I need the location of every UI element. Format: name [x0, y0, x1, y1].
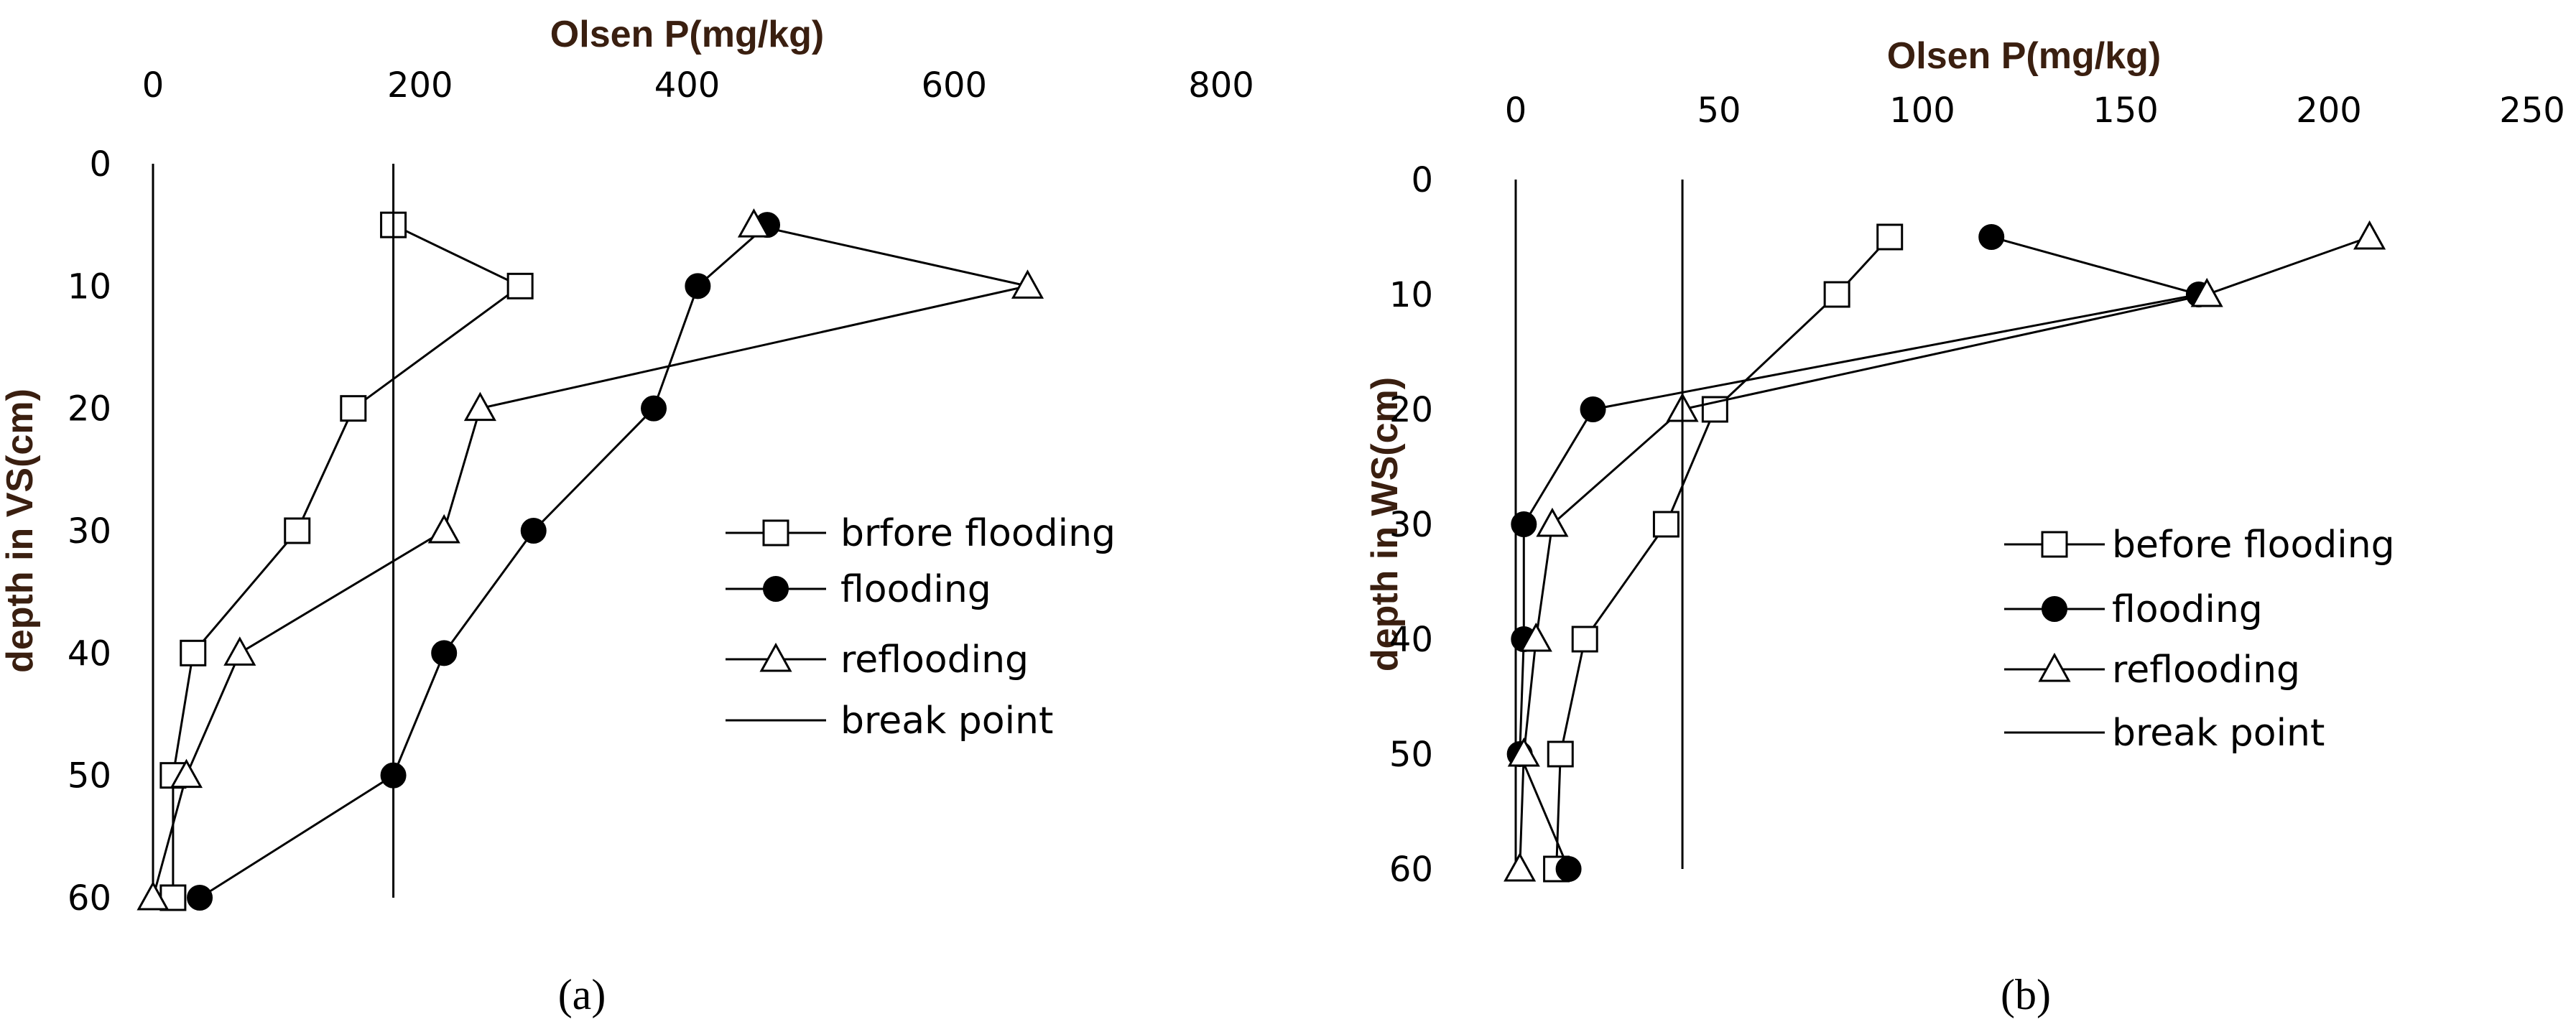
legend-label: before flooding — [2112, 524, 2395, 567]
x-axis-title: Olsen P(mg/kg) — [550, 14, 824, 55]
panel-label: (a) — [558, 971, 606, 1018]
y-tick-label: 30 — [68, 511, 111, 552]
data-point — [641, 395, 667, 422]
x-axis-title: Olsen P(mg/kg) — [1887, 35, 2161, 77]
y-tick-label: 10 — [1389, 275, 1433, 315]
x-tick-label: 0 — [142, 65, 165, 106]
legend-label: reflooding — [2112, 649, 2300, 692]
data-point — [187, 885, 213, 911]
series-line-triangle-open — [152, 223, 1028, 898]
y-tick-label: 20 — [1389, 390, 1433, 430]
data-point — [1823, 281, 1850, 308]
legend-label: flooding — [2112, 588, 2263, 631]
data-point — [431, 640, 458, 666]
x-tick-label: 200 — [2296, 90, 2362, 131]
data-point — [284, 517, 311, 544]
data-point — [1507, 737, 1540, 767]
legend-label: brfore flooding — [840, 512, 1116, 555]
data-point — [427, 513, 460, 544]
data-point — [1011, 269, 1044, 299]
legend-marker — [2041, 531, 2068, 558]
series-line-square-open — [172, 223, 523, 898]
y-tick-label: 50 — [1389, 735, 1433, 775]
data-point — [1978, 224, 2005, 250]
legend-marker — [763, 576, 789, 602]
x-tick-label: 50 — [1697, 90, 1741, 131]
panel-label: (b) — [2001, 971, 2051, 1018]
legend-marker — [759, 642, 792, 672]
y-tick-label: 30 — [1389, 505, 1433, 545]
series-line-circle-filled — [1519, 236, 2200, 870]
data-point — [1504, 852, 1537, 882]
legend-label: flooding — [840, 568, 991, 611]
y-tick-label: 60 — [1389, 850, 1433, 890]
data-point — [340, 395, 367, 422]
data-point — [170, 758, 203, 789]
x-tick-label: 200 — [387, 65, 453, 106]
data-point — [520, 518, 547, 544]
data-point — [1580, 396, 1606, 422]
data-point — [1876, 223, 1904, 251]
data-point — [1536, 507, 1569, 537]
y-tick-label: 10 — [68, 266, 111, 307]
x-tick-label: 150 — [2093, 90, 2159, 131]
data-point — [506, 272, 534, 299]
y-axis-title: depth in WS(cm) — [1364, 377, 1406, 671]
legend-marker — [762, 519, 789, 547]
legend-label: break point — [840, 699, 1053, 743]
data-point — [1571, 626, 1598, 653]
legend-label: reflooding — [840, 638, 1029, 682]
data-point — [2190, 277, 2223, 307]
y-tick-label: 0 — [1411, 160, 1433, 200]
data-point — [1555, 856, 1582, 882]
data-point — [223, 636, 256, 666]
data-point — [1652, 511, 1680, 538]
series-line-square-open — [1555, 236, 1891, 870]
y-tick-label: 60 — [68, 878, 111, 919]
y-tick-label: 50 — [68, 756, 111, 796]
x-tick-label: 100 — [1889, 90, 1955, 131]
data-point — [1511, 511, 1537, 537]
legend-marker — [2042, 596, 2067, 622]
data-point — [463, 391, 496, 422]
data-point — [737, 208, 770, 238]
x-tick-label: 800 — [1188, 65, 1254, 106]
legend-label: break point — [2112, 712, 2325, 755]
x-tick-label: 400 — [654, 65, 721, 106]
x-tick-label: 600 — [921, 65, 987, 106]
y-tick-label: 20 — [68, 389, 111, 429]
data-point — [180, 639, 207, 666]
y-tick-label: 0 — [89, 144, 111, 185]
legend-marker — [2038, 652, 2071, 682]
y-tick-label: 40 — [1389, 620, 1433, 660]
y-tick-label: 40 — [68, 633, 111, 674]
x-tick-label: 0 — [1505, 90, 1527, 131]
data-point — [2353, 220, 2386, 250]
series-line-circle-filled — [199, 224, 768, 899]
data-point — [136, 880, 170, 911]
data-point — [1547, 740, 1574, 768]
data-point — [1519, 622, 1552, 652]
y-axis-title: depth in VS(cm) — [0, 389, 41, 673]
data-point — [685, 273, 711, 299]
x-tick-label: 250 — [2499, 90, 2565, 131]
